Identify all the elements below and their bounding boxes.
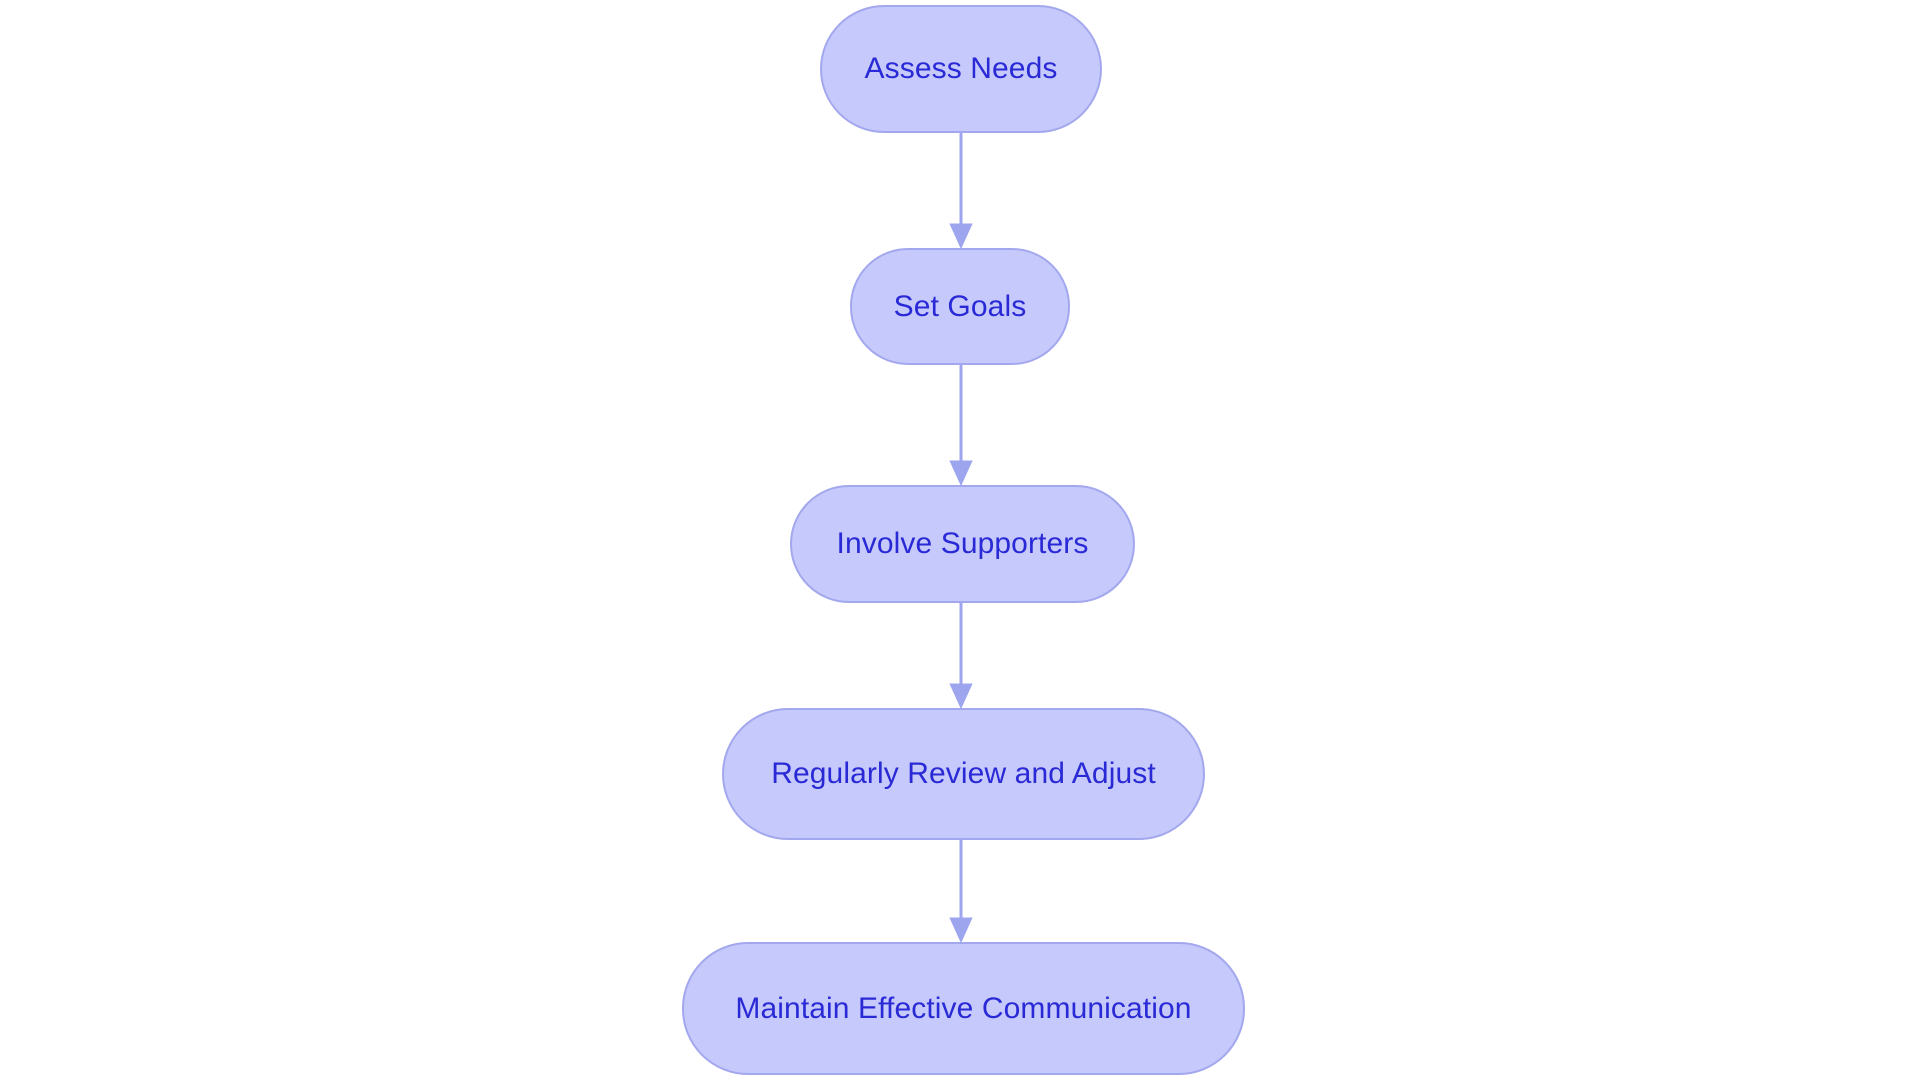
flow-node-label: Assess Needs bbox=[864, 52, 1058, 85]
flow-node-assess-needs[interactable]: Assess Needs bbox=[820, 5, 1102, 133]
flow-node-involve-supporters[interactable]: Involve Supporters bbox=[790, 485, 1135, 603]
flow-node-maintain-comms[interactable]: Maintain Effective Communication bbox=[682, 942, 1245, 1075]
flow-node-label: Involve Supporters bbox=[836, 527, 1089, 560]
flow-node-label: Regularly Review and Adjust bbox=[771, 757, 1156, 790]
flow-node-label: Maintain Effective Communication bbox=[735, 991, 1192, 1025]
flow-node-label: Set Goals bbox=[893, 289, 1027, 323]
flow-node-review-adjust[interactable]: Regularly Review and Adjust bbox=[722, 708, 1205, 840]
flow-node-set-goals[interactable]: Set Goals bbox=[850, 248, 1070, 365]
